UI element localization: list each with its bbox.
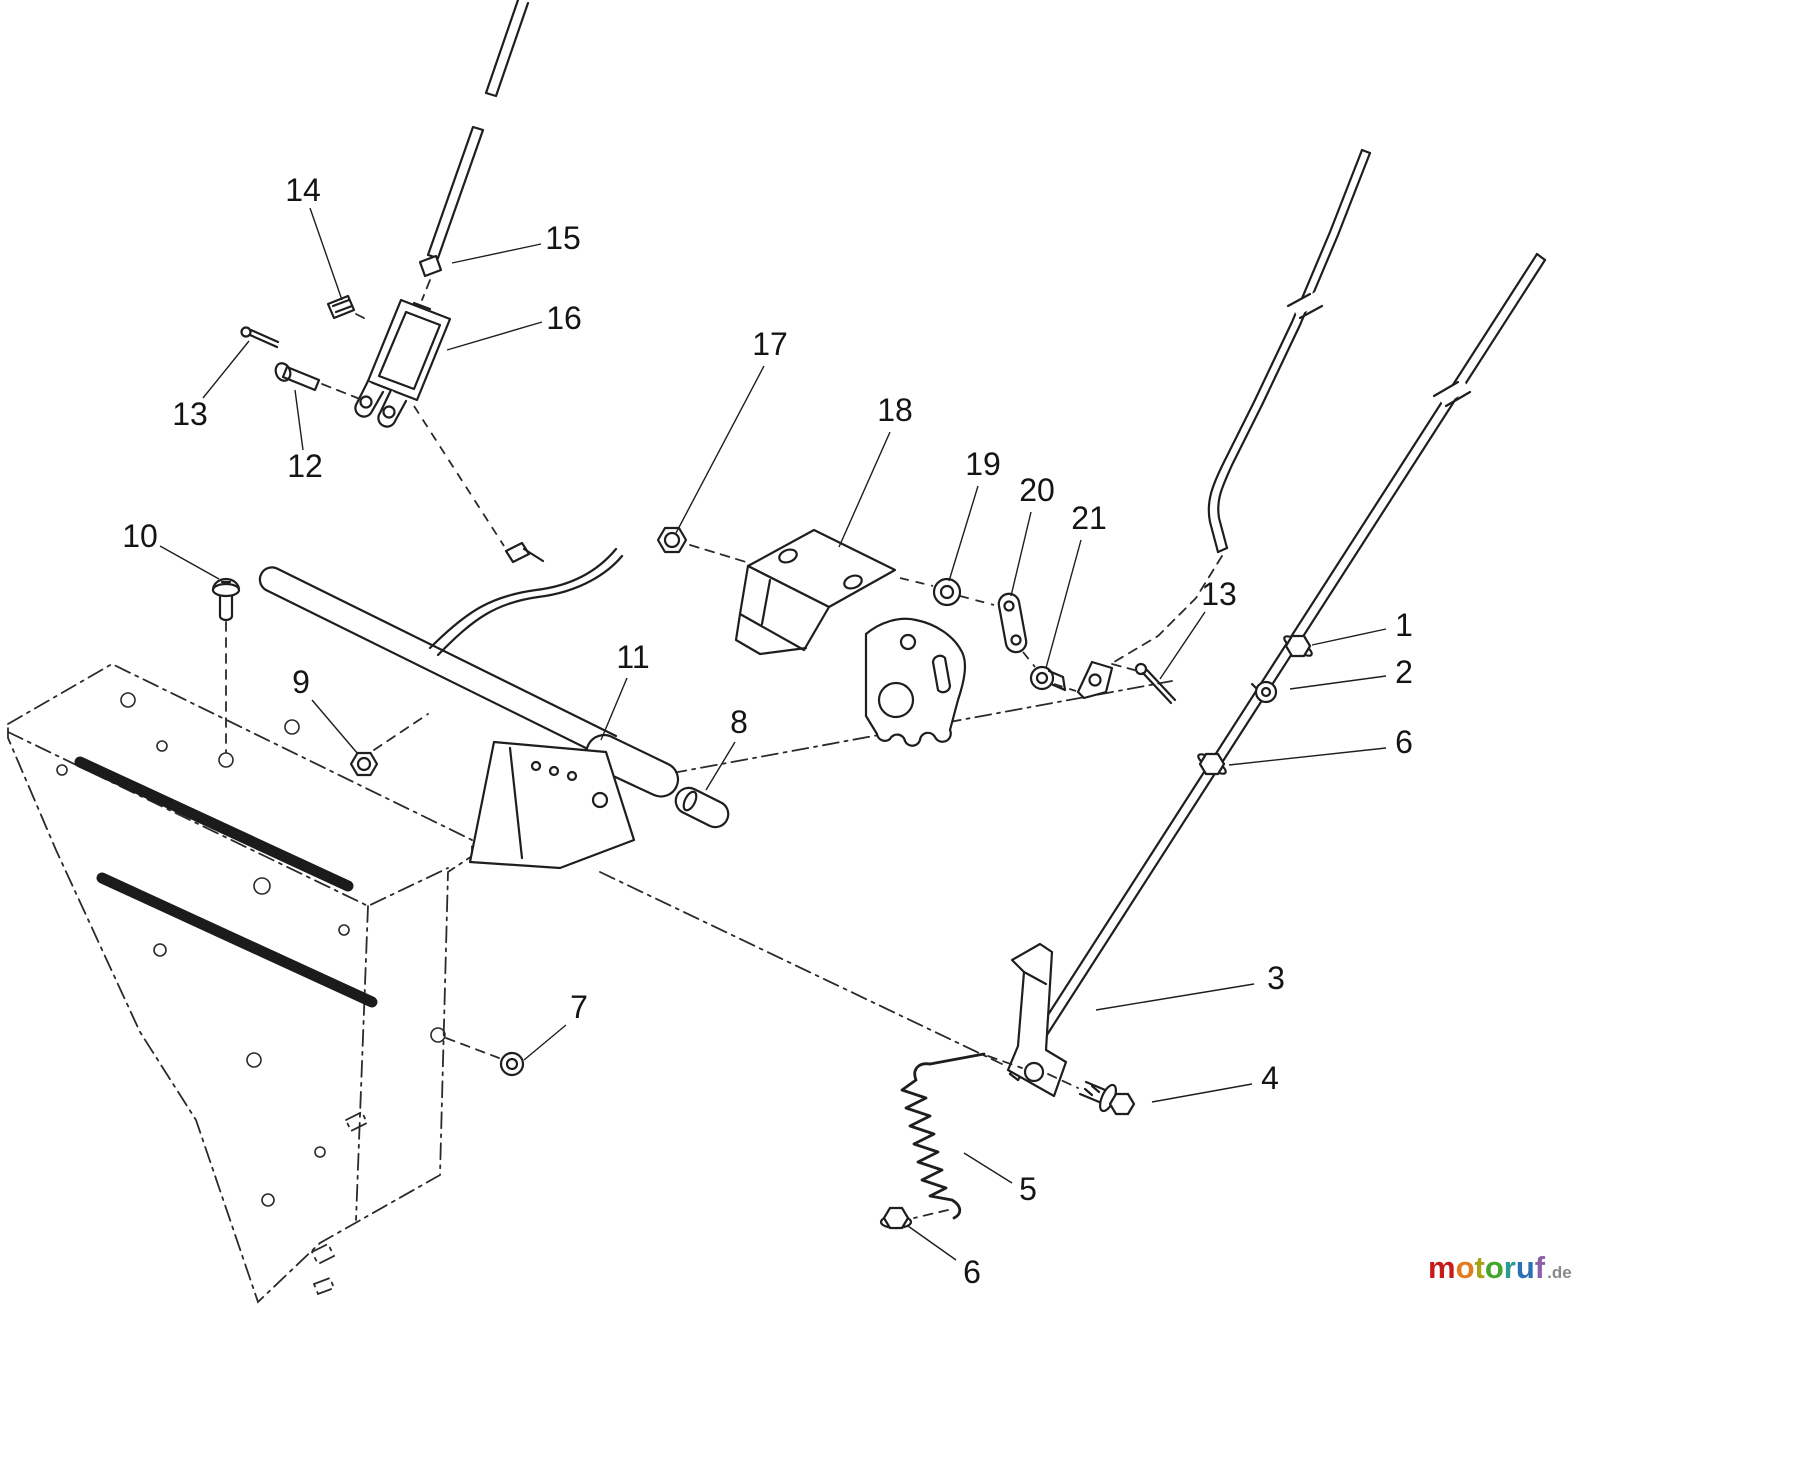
watermark-domain-suffix: .de	[1547, 1263, 1572, 1282]
part-callout-6: 6	[1395, 724, 1413, 760]
part-21-knob-bolt	[1029, 665, 1067, 692]
watermark-brand: motoruf	[1428, 1250, 1545, 1285]
part-19-washer	[932, 577, 962, 607]
watermark-letter: u	[1515, 1250, 1535, 1285]
part-6-flange-nut-lower	[879, 1206, 949, 1230]
part-callout-18: 18	[877, 392, 913, 428]
part-6-flange-nut-upper	[1197, 752, 1227, 776]
part-callout-21: 21	[1071, 500, 1107, 536]
bent-control-rod	[1113, 148, 1372, 663]
lever-shaft	[258, 566, 680, 798]
part-callout-12: 12	[287, 448, 323, 484]
part-9-nut	[349, 713, 429, 777]
part-callout-1: 1	[1395, 607, 1413, 643]
assembly-dashed-lines	[899, 577, 1077, 692]
part-20-plate	[864, 592, 1028, 747]
assembly-line-16-to-cable	[413, 405, 505, 547]
part-callout-20: 20	[1019, 472, 1055, 508]
part-7-washer	[445, 1037, 525, 1077]
part-5-spring	[900, 1052, 1023, 1220]
part-16-clevis-housing	[354, 298, 452, 428]
upper-rod	[426, 0, 530, 260]
control-cable	[428, 541, 624, 657]
rod-clevis	[1076, 660, 1114, 700]
part-12-pin	[274, 362, 361, 400]
part-callout-14: 14	[285, 172, 321, 208]
part-14-clip	[326, 294, 369, 321]
part-2-cap-clip	[1250, 680, 1278, 704]
part-10-screw	[211, 577, 241, 753]
part-1-flange-nut	[1283, 634, 1313, 658]
callout-leader-lines	[159, 207, 1387, 1261]
part-callout-13: 13	[1201, 576, 1237, 612]
part-11-pivot-bracket	[468, 740, 636, 870]
part-15-spacer	[418, 254, 443, 301]
part-callout-6: 6	[963, 1254, 981, 1290]
watermark-letter: t	[1474, 1250, 1485, 1285]
part-callout-11: 11	[616, 639, 650, 675]
watermark-letter: o	[1484, 1250, 1504, 1285]
part-callout-5: 5	[1019, 1171, 1037, 1207]
part-callout-3: 3	[1267, 960, 1285, 996]
watermark-letter: r	[1503, 1250, 1516, 1285]
part-callout-19: 19	[965, 446, 1001, 482]
part-callout-9: 9	[292, 664, 310, 700]
part-18-bracket	[734, 528, 897, 656]
watermark-letter: m	[1428, 1250, 1456, 1285]
part-17-nut	[656, 526, 747, 563]
part-13-cotter-pin-left	[240, 326, 280, 349]
chassis-slots	[74, 756, 378, 1008]
part-callout-4: 4	[1261, 1060, 1279, 1096]
part-callout-7: 7	[570, 989, 588, 1025]
part-callout-10: 10	[122, 518, 158, 554]
long-control-rod	[1008, 252, 1547, 1082]
part-callout-17: 17	[752, 326, 788, 362]
part-3-spring-bracket	[1006, 942, 1068, 1098]
part-4-flange-bolt	[1047, 1073, 1136, 1116]
part-callout-13: 13	[172, 396, 208, 432]
watermark-letter: o	[1455, 1250, 1475, 1285]
part-callout-8: 8	[730, 704, 748, 740]
motoruf-watermark: motoruf.de	[1428, 1252, 1572, 1283]
part-callout-15: 15	[545, 220, 581, 256]
part-callout-16: 16	[546, 300, 582, 336]
part-8-bushing	[674, 786, 730, 829]
part-13-cotter-pin-right	[1111, 662, 1177, 705]
watermark-letter: f	[1534, 1250, 1546, 1285]
part-callout-2: 2	[1395, 654, 1413, 690]
